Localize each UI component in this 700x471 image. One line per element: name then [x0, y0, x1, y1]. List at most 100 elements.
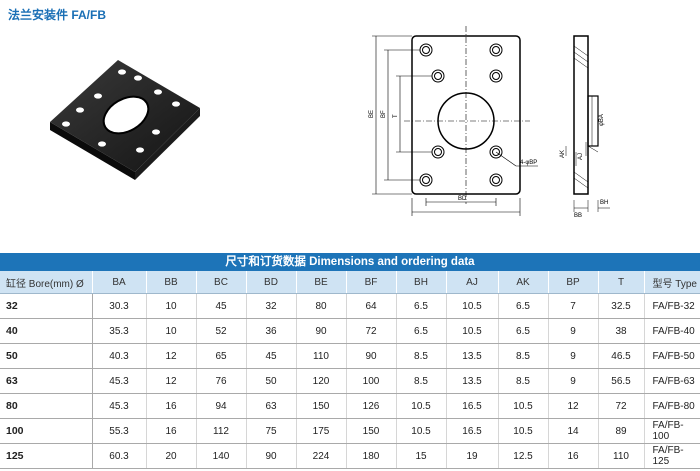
value-cell: 8.5: [396, 343, 447, 369]
page-title: 法兰安装件 FA/FB: [8, 8, 106, 22]
value-cell: 112: [196, 418, 247, 444]
dim-bd: BD: [458, 196, 467, 202]
type-cell: FA/FB-125: [644, 443, 700, 469]
value-cell: 180: [346, 443, 397, 469]
column-header: BB: [146, 271, 197, 294]
value-cell: 36: [246, 318, 297, 344]
column-header: 缸径 Bore(mm) Ø: [0, 271, 93, 294]
value-cell: 9: [548, 368, 599, 394]
value-cell: 16: [146, 393, 197, 419]
value-cell: 55.3: [92, 418, 147, 444]
value-cell: 90: [296, 318, 347, 344]
value-cell: 224: [296, 443, 347, 469]
value-cell: 126: [346, 393, 397, 419]
value-cell: 8.5: [498, 368, 549, 394]
bore-cell: 100: [0, 418, 93, 444]
value-cell: 175: [296, 418, 347, 444]
type-cell: FA/FB-32: [644, 293, 700, 319]
value-cell: 16: [548, 443, 599, 469]
value-cell: 12: [146, 343, 197, 369]
type-cell: FA/FB-80: [644, 393, 700, 419]
flange-product-image: [50, 60, 200, 180]
value-cell: 13.5: [446, 343, 499, 369]
value-cell: 10.5: [446, 293, 499, 319]
value-cell: 6.5: [396, 293, 447, 319]
value-cell: 10: [146, 318, 197, 344]
dimension-drawing: BE BF T BD BC 4-φBP AK AJ φBA BB BH: [369, 26, 610, 218]
value-cell: 16.5: [446, 418, 499, 444]
value-cell: 10.5: [446, 318, 499, 344]
dim-aj: AJ: [578, 153, 584, 160]
dimensions-table-section: 尺寸和订货数据 Dimensions and ordering data 缸径 …: [0, 253, 700, 469]
bore-cell: 80: [0, 393, 93, 419]
value-cell: 72: [598, 393, 645, 419]
value-cell: 45.3: [92, 393, 147, 419]
type-cell: FA/FB-50: [644, 343, 700, 369]
value-cell: 150: [346, 418, 397, 444]
value-cell: 56.5: [598, 368, 645, 394]
value-cell: 12: [146, 368, 197, 394]
type-cell: FA/FB-100: [644, 418, 700, 444]
value-cell: 150: [296, 393, 347, 419]
value-cell: 89: [598, 418, 645, 444]
value-cell: 60.3: [92, 443, 147, 469]
dim-be: BE: [369, 110, 375, 118]
value-cell: 75: [246, 418, 297, 444]
value-cell: 6.5: [498, 293, 549, 319]
value-cell: 50: [246, 368, 297, 394]
column-header: 型号 Type: [644, 271, 700, 294]
value-cell: 90: [346, 343, 397, 369]
dim-ak: AK: [560, 150, 566, 158]
column-header: BE: [296, 271, 347, 294]
value-cell: 20: [146, 443, 197, 469]
value-cell: 38: [598, 318, 645, 344]
column-header: T: [598, 271, 645, 294]
value-cell: 45: [196, 293, 247, 319]
value-cell: 100: [346, 368, 397, 394]
value-cell: 9: [548, 343, 599, 369]
value-cell: 63: [246, 393, 297, 419]
type-cell: FA/FB-63: [644, 368, 700, 394]
table-caption: 尺寸和订货数据 Dimensions and ordering data: [0, 253, 700, 271]
column-header: BD: [246, 271, 297, 294]
value-cell: 52: [196, 318, 247, 344]
value-cell: 6.5: [396, 318, 447, 344]
dim-bh: BH: [600, 200, 608, 206]
value-cell: 7: [548, 293, 599, 319]
column-header: AK: [498, 271, 549, 294]
value-cell: 32.5: [598, 293, 645, 319]
value-cell: 10.5: [498, 418, 549, 444]
dim-t: T: [393, 114, 399, 118]
value-cell: 110: [296, 343, 347, 369]
value-cell: 110: [598, 443, 645, 469]
bore-cell: 32: [0, 293, 93, 319]
dim-bp: 4-φBP: [520, 160, 537, 166]
value-cell: 16: [146, 418, 197, 444]
value-cell: 65: [196, 343, 247, 369]
value-cell: 72: [346, 318, 397, 344]
value-cell: 16.5: [446, 393, 499, 419]
column-header: BF: [346, 271, 397, 294]
value-cell: 10: [146, 293, 197, 319]
bore-cell: 63: [0, 368, 93, 394]
value-cell: 46.5: [598, 343, 645, 369]
value-cell: 140: [196, 443, 247, 469]
dim-bf: BF: [381, 110, 387, 118]
column-header: BA: [92, 271, 147, 294]
value-cell: 12.5: [498, 443, 549, 469]
value-cell: 9: [548, 318, 599, 344]
value-cell: 45.3: [92, 368, 147, 394]
value-cell: 12: [548, 393, 599, 419]
value-cell: 120: [296, 368, 347, 394]
value-cell: 64: [346, 293, 397, 319]
column-header: BC: [196, 271, 247, 294]
value-cell: 94: [196, 393, 247, 419]
dim-bb: BB: [574, 213, 582, 218]
